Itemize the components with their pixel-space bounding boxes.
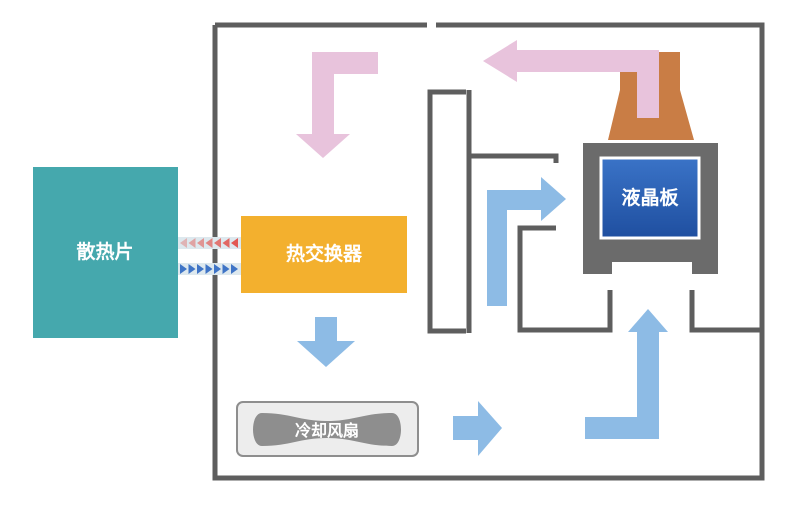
cooling-fan-label: 冷却风扇 <box>295 421 359 440</box>
cold-flow-marker <box>231 264 238 274</box>
lcd-panel-label: 液晶板 <box>621 186 679 209</box>
lower-channel-right-wall <box>689 290 762 333</box>
hot-flow-marker <box>231 238 238 248</box>
hot-flow-marker <box>188 238 196 248</box>
heat-sink-label: 散热片 <box>76 240 133 263</box>
hot-flow-marker <box>214 238 221 248</box>
fan-blade-icon <box>253 413 401 446</box>
heat-sink: 散热片 <box>33 167 178 338</box>
air-duct-wall <box>427 89 466 334</box>
cold-flow-marker <box>188 264 196 274</box>
cold-flow-marker <box>205 264 213 274</box>
cold-flow-marker <box>222 264 230 274</box>
duct-top-branch <box>469 153 559 163</box>
cool-air-arrow-right <box>453 401 502 456</box>
enclosure-outline <box>212 22 765 481</box>
cool-air-arrow-down <box>297 317 355 367</box>
cold-flow-marker <box>180 264 187 274</box>
hot-flow-marker <box>205 238 213 248</box>
cold-supply-pipe <box>178 263 241 275</box>
cool-air-arrow-upper <box>487 177 566 306</box>
cold-flow-marker <box>197 264 204 274</box>
lower-channel-left-wall <box>517 225 613 333</box>
cool-air-arrow-up <box>585 309 668 439</box>
warm-air-arrow-top <box>483 40 659 118</box>
warm-air-arrow-down <box>296 52 378 158</box>
hot-flow-marker <box>222 238 230 248</box>
heat-exchanger-label: 热交换器 <box>286 242 363 265</box>
heat-exchanger: 热交换器 <box>241 216 407 293</box>
lcd-screen <box>599 156 701 240</box>
hot-flow-marker <box>197 238 204 248</box>
cooling-fan: 冷却风扇 <box>236 401 419 457</box>
hot-flow-marker <box>180 238 187 248</box>
cold-flow-marker <box>214 264 221 274</box>
lcd-housing: 液晶板 <box>583 143 718 274</box>
hot-return-pipe <box>178 237 241 249</box>
